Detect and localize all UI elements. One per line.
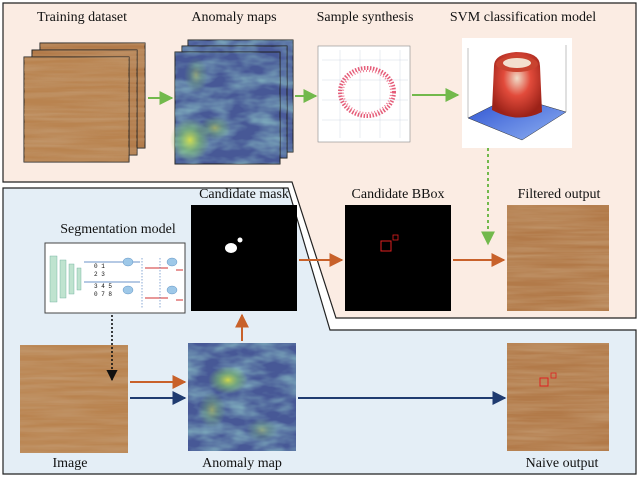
segmentation-model-label: Segmentation model xyxy=(60,222,176,237)
candidate-mask-image xyxy=(191,205,297,311)
input-image xyxy=(20,345,128,453)
3d-surface-plot-icon xyxy=(462,38,572,148)
svm-model-label: SVM classification model xyxy=(449,10,597,25)
anomaly-map-image xyxy=(188,343,296,451)
anomaly-maps-stack xyxy=(170,39,294,165)
svg-text:0 1: 0 1 xyxy=(94,263,105,270)
svg-text:3 4 5: 3 4 5 xyxy=(94,283,112,290)
ring-scatter-plot-icon xyxy=(317,45,411,143)
training-dataset-label: Training dataset xyxy=(36,10,128,25)
candidate-bbox-image xyxy=(345,205,451,311)
naive-output-label: Naive output xyxy=(525,456,599,471)
svg-text:0 7 8: 0 7 8 xyxy=(94,291,112,298)
anomaly-map-label: Anomaly map xyxy=(202,456,282,471)
filtered-output-label: Filtered output xyxy=(517,187,601,202)
anomaly-maps-label: Anomaly maps xyxy=(191,10,277,25)
svg-text:2 3: 2 3 xyxy=(94,271,105,278)
filtered-output-image xyxy=(507,205,609,311)
training-dataset-stack xyxy=(23,42,146,163)
sample-synthesis-label: Sample synthesis xyxy=(316,10,414,25)
segmentation-network-diagram-icon: 0 12 3 3 4 50 7 8 xyxy=(44,242,186,314)
image-label: Image xyxy=(52,456,88,471)
candidate-bbox-label: Candidate BBox xyxy=(351,187,445,202)
naive-output-image xyxy=(507,343,609,451)
candidate-mask-label: Candidate mask xyxy=(199,187,289,202)
